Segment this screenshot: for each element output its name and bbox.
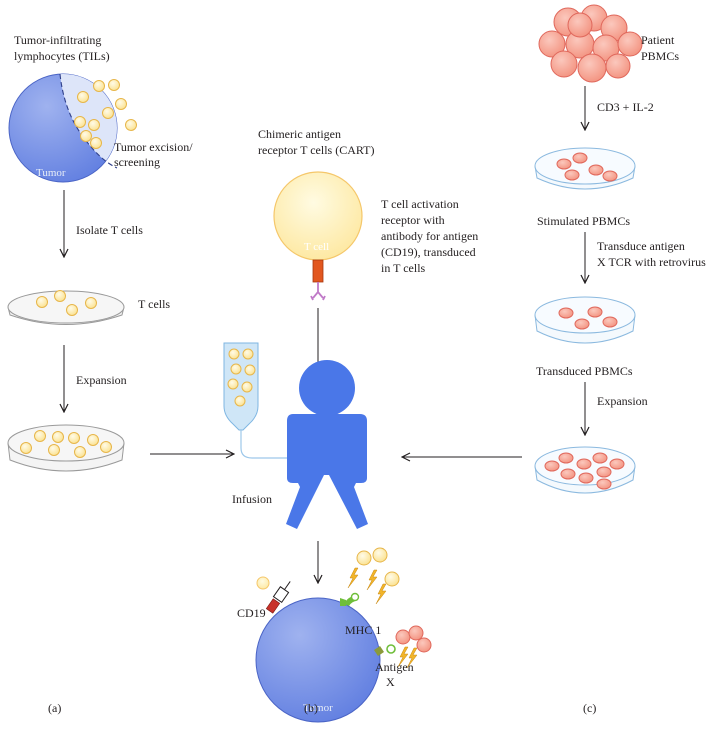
antibody-icon [310, 282, 326, 301]
til-cells [74, 79, 137, 149]
tcells-label: T cells [138, 297, 170, 311]
car-desc-line3: antibody for antigen [381, 229, 478, 243]
mhc-tcr [340, 592, 360, 606]
patient-pbmc-line1: Patient [641, 33, 675, 47]
expansion-a-label: Expansion [76, 373, 127, 387]
til-cell [54, 290, 66, 302]
car-desc-line1: T cell activation [381, 197, 459, 211]
panel-b: Chimeric antigen receptor T cells (CART)… [223, 127, 478, 723]
til-cell [228, 348, 240, 360]
til-cell [115, 98, 127, 110]
panel-a: Tumor-infiltrating lymphocytes (TILs) Tu… [7, 33, 234, 715]
til-cell [34, 430, 46, 442]
cd19-car-binding [265, 581, 291, 614]
expanded-pbmc-dish [534, 446, 636, 494]
tumor-b-label: Tumor [303, 702, 333, 714]
til-cell [48, 444, 60, 456]
patient-pbmc-cluster [538, 4, 643, 83]
til-cell [80, 130, 92, 142]
transduced-label: Transduced PBMCs [536, 364, 633, 378]
til-title-line1: Tumor-infiltrating [14, 33, 101, 47]
til-cell [102, 107, 114, 119]
car-desc-line5: in T cells [381, 261, 426, 275]
excision-label-line2: screening [114, 155, 160, 169]
panel-b-label: (b) [304, 701, 318, 715]
til-cell [68, 432, 80, 444]
til-cell [74, 446, 86, 458]
til-cell [74, 116, 86, 128]
patient-pbmc-line2: PBMCs [641, 49, 679, 63]
til-cell [230, 363, 242, 375]
mhc-label: MHC 1 [345, 623, 381, 637]
car-desc-line2: receptor with [381, 213, 445, 227]
expansion-c-label: Expansion [597, 394, 648, 408]
til-cell [93, 80, 105, 92]
transduce-line1: Transduce antigen [597, 239, 685, 253]
antigen-label-line1: Antigen [375, 660, 414, 674]
til-cell [241, 381, 253, 393]
lightning-icon [406, 647, 418, 669]
lightning-icon [347, 567, 359, 589]
cd3-label: CD3 + IL-2 [597, 100, 654, 114]
til-cell [77, 91, 89, 103]
panel-c-label: (c) [583, 701, 596, 715]
infusion-label: Infusion [232, 492, 272, 506]
stimulated-label: Stimulated PBMCs [537, 214, 630, 228]
til-cell [88, 119, 100, 131]
til-cell [108, 79, 120, 91]
til-cell [125, 119, 137, 131]
attacking-pbmcs [395, 625, 432, 653]
cart-title-line2: receptor T cells (CART) [258, 143, 374, 157]
til-cell [85, 297, 97, 309]
til-cell [20, 442, 32, 454]
tumor-b: Tumor [255, 597, 381, 723]
lightning-icon [366, 569, 378, 591]
cart-title-line1: Chimeric antigen [258, 127, 341, 141]
patient-figure [286, 360, 368, 529]
expanded-til-dish [7, 424, 125, 472]
til-cell [66, 304, 78, 316]
antigen-label-line2: X [386, 675, 395, 689]
tcell-label: T cell [304, 241, 329, 253]
til-cell [36, 296, 48, 308]
panel-c: Patient PBMCs CD3 + IL-2 Stimulated PBMC… [402, 4, 706, 715]
excision-dashed-line [59, 73, 118, 169]
til-cell [52, 431, 64, 443]
transduce-line2: X TCR with retrovirus [597, 255, 706, 269]
car-tcell: T cell [273, 171, 363, 301]
cart-cell-small [256, 576, 270, 590]
til-cell [227, 378, 239, 390]
til-cell [87, 434, 99, 446]
cd19-label: CD19 [237, 606, 266, 620]
cytotoxic-bolts-bottom [397, 646, 418, 669]
panel-a-label: (a) [48, 701, 61, 715]
til-cell [234, 395, 246, 407]
attacking-tcells [356, 547, 400, 587]
lightning-icon [397, 646, 409, 668]
tcell-dish [7, 290, 125, 325]
til-title-line2: lymphocytes (TILs) [14, 49, 110, 63]
car-receptor [312, 259, 324, 283]
stimulated-dish [534, 147, 636, 190]
isolate-label: Isolate T cells [76, 223, 143, 237]
antigen-x-binding [374, 644, 396, 656]
til-cell [242, 348, 254, 360]
til-cell [100, 441, 112, 453]
car-desc-line4: (CD19), transduced [381, 245, 476, 259]
tumor-a-label: Tumor [36, 167, 66, 179]
excision-label-line1: Tumor excision/ [114, 140, 193, 154]
til-cell [244, 364, 256, 376]
cytotoxic-bolts-top [347, 567, 387, 605]
tumor-a: Tumor [8, 73, 118, 183]
lightning-icon [375, 583, 387, 605]
til-cell [90, 137, 102, 149]
transduced-dish [534, 296, 636, 344]
